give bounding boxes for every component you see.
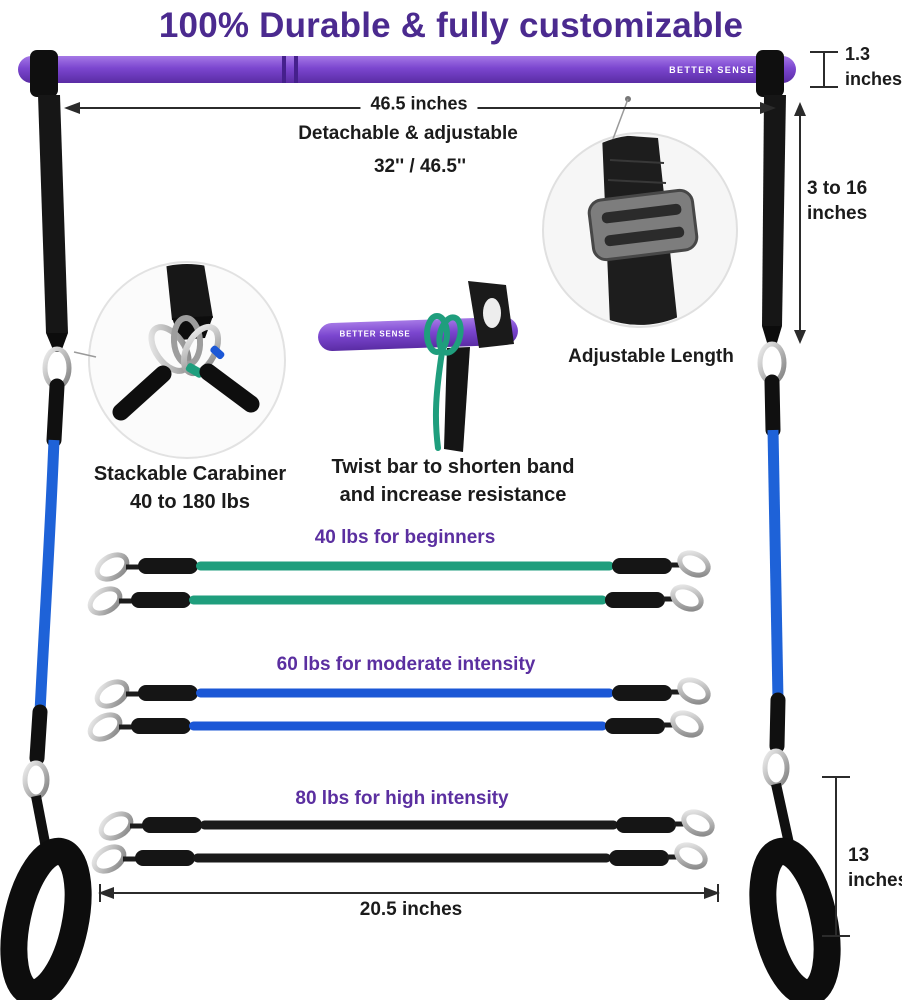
page-title: 100% Durable & fully customizable	[158, 6, 744, 45]
left-handle	[0, 837, 92, 1000]
strap-tail	[444, 347, 470, 452]
band-60lbs-header: 60 lbs for moderate intensity	[276, 654, 536, 675]
blue-band-end	[210, 345, 225, 360]
band-grip	[112, 365, 172, 421]
inset-carabiner-closeup	[73, 261, 286, 459]
band-wrap	[436, 314, 464, 356]
bar-sizes-label: 32'' / 46.5''	[373, 156, 467, 177]
carabiner	[762, 748, 790, 788]
left-strap	[30, 50, 72, 390]
adjustable-length-label: Adjustable Length	[568, 346, 734, 367]
bar-clamp	[30, 50, 58, 97]
inset-buckle-closeup	[542, 96, 738, 328]
band-grip	[199, 363, 260, 413]
band-40lbs-header: 40 lbs for beginners	[314, 527, 496, 548]
resistance-band	[86, 582, 705, 618]
leader-line	[73, 351, 97, 358]
band-wrap	[424, 313, 450, 355]
dim-bar-length-label: 46.5 inches	[360, 92, 478, 116]
bar-joint	[282, 56, 286, 83]
strap-buckle	[587, 188, 699, 262]
right-handle	[749, 837, 841, 1000]
right-tube	[762, 374, 795, 850]
band-set-40lbs	[86, 548, 712, 618]
resistance-band	[93, 548, 712, 584]
resistance-band	[86, 708, 705, 744]
resistance-band	[97, 807, 716, 843]
bar-detachable-label: Detachable & adjustable	[298, 123, 518, 144]
band-set-80lbs	[90, 807, 716, 876]
pilates-bar	[18, 56, 796, 83]
green-band-end	[185, 363, 204, 378]
dim-bar-diameter-label: 1.3 inches	[845, 44, 902, 89]
dim-strap-range-label: 3 to 16 inches	[807, 178, 868, 224]
twist-bar-label: Twist bar to shorten band and increase r…	[331, 456, 575, 506]
resistance-band	[90, 840, 709, 876]
left-tube	[22, 378, 65, 849]
stackable-carabiner-label: Stackable Carabiner 40 to 180 lbs	[93, 463, 287, 513]
brand-logo-text: BETTER SENSE	[669, 65, 755, 75]
bar-joint	[294, 56, 298, 83]
dim-handle-length-label: 13 inches	[848, 845, 902, 891]
right-strap	[756, 50, 787, 385]
band-set-60lbs	[86, 675, 712, 744]
leader-line	[612, 98, 629, 140]
brand-logo-text-small: BETTER SENSE	[339, 329, 411, 339]
twist-bar-closeup	[318, 281, 518, 452]
dim-band-length-label: 20.5 inches	[359, 899, 463, 920]
bar-clamp	[756, 50, 784, 97]
band-80lbs-header: 80 lbs for high intensity	[295, 788, 509, 809]
carabiner	[22, 760, 50, 800]
resistance-band	[93, 675, 712, 711]
